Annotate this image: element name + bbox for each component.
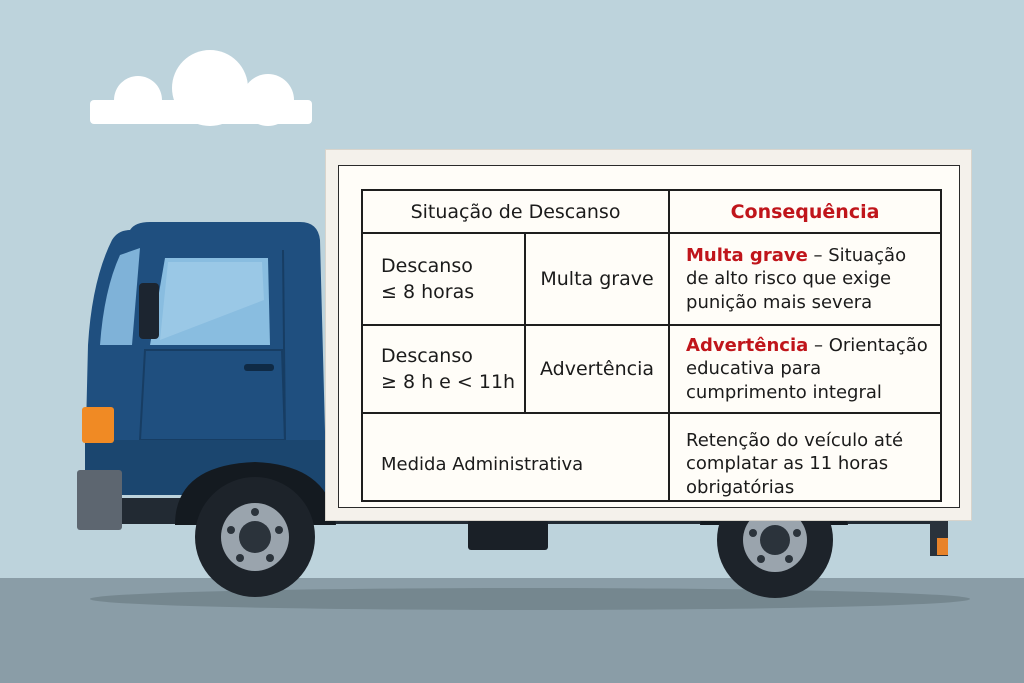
situation-line1: Descanso: [381, 344, 473, 367]
consequence-cell: Advertência – Orientação educativa para …: [668, 324, 943, 414]
rest-rules-table: Situação de Descanso Consequência Descan…: [360, 189, 943, 503]
fuel-tank: [468, 520, 548, 550]
consequence-highlight: Multa grave: [686, 244, 808, 266]
consequence-cell: Multa grave – Situação de alto risco que…: [668, 232, 943, 326]
header-consequence: Consequência: [668, 189, 943, 234]
situation-line2: ≥ 8 h e < 11h: [381, 371, 516, 393]
cloud-icon: [90, 50, 312, 126]
penalty-cell: Advertência: [523, 324, 671, 414]
consequence-text: – Situação de alto risco que exige puniç…: [686, 244, 907, 313]
admin-label: Medida Administrativa: [360, 411, 671, 503]
rear-light: [937, 538, 948, 555]
penalty-cell: Multa grave: [523, 232, 671, 326]
truck-cab: [77, 222, 326, 530]
header-situation: Situação de Descanso: [360, 189, 671, 234]
situation-cell: Descanso ≥ 8 h e < 11h: [361, 324, 526, 414]
situation-line1: Descanso: [381, 254, 473, 277]
front-wheel-icon: [195, 477, 315, 597]
consequence-text: – Orientação educativa para cumprimento …: [686, 334, 928, 403]
consequence-highlight: Advertência: [686, 334, 809, 356]
admin-consequence: Retenção do veículo até complatar as 11 …: [668, 411, 943, 503]
table-row: Descanso ≥ 8 h e < 11h Advertência Adver…: [361, 324, 943, 414]
road-shadow: [90, 588, 970, 610]
situation-line2: ≤ 8 horas: [381, 281, 475, 303]
table-row: Descanso ≤ 8 horas Multa grave Multa gra…: [361, 232, 943, 326]
table-header-row: Situação de Descanso Consequência: [360, 189, 943, 234]
table-row-admin: Medida Administrativa Retenção do veícul…: [360, 411, 943, 503]
situation-cell: Descanso ≤ 8 horas: [361, 232, 526, 326]
